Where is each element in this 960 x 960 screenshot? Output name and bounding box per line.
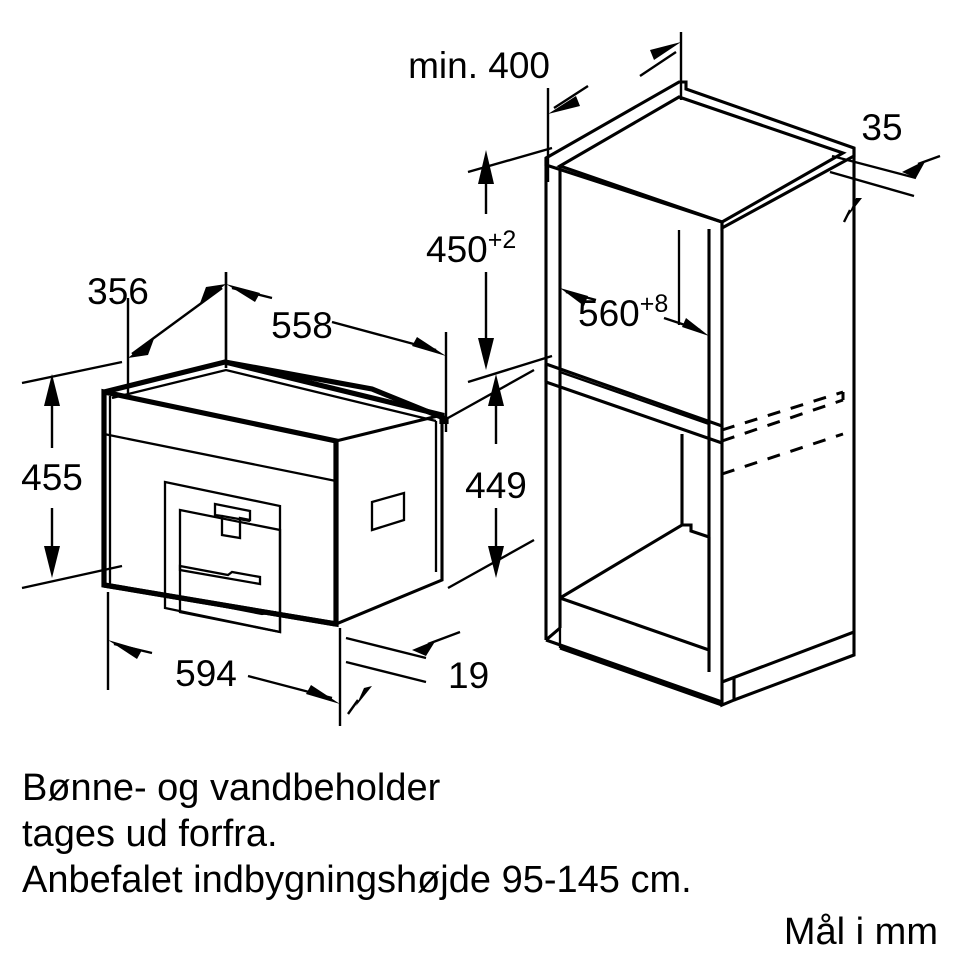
ext-line-455-top (21, 360, 123, 385)
dim-line-19-leader-upper (427, 630, 461, 646)
cabinet-right-side-bottom (721, 630, 855, 684)
dimension-449: 449 (447, 368, 535, 590)
coffee-spout-detail (221, 514, 251, 523)
appliance-front-trim-seam (103, 432, 337, 483)
arrowhead-594-right (306, 685, 340, 704)
cabinet-plinth-front (545, 638, 723, 704)
dimension-label-558: 558 (271, 305, 333, 346)
cabinet-lower-base-top (559, 523, 710, 600)
ext-line-450-top (467, 146, 553, 174)
dim-line-19-leader-lower (347, 699, 359, 715)
arrowhead-455-top (44, 374, 60, 406)
note-line-2: tages ud forfra. (22, 813, 278, 855)
dimension-label-356: 356 (87, 271, 149, 312)
cabinet-plinth-front-lower (559, 646, 723, 707)
dimension-label-449: 449 (465, 465, 527, 506)
arrowhead-35-lower (848, 198, 862, 216)
note-line-3: Anbefalet indbygningshøjde 95-145 cm. (22, 859, 692, 901)
dimension-label-min-400: min. 400 (408, 45, 550, 86)
cabinet-plinth-right-face (720, 677, 736, 708)
ext-line-449-bottom (447, 538, 535, 590)
dimension-label-455: 455 (21, 457, 83, 498)
dim-line-35-leader-low (842, 209, 852, 223)
niche-drip-tray (178, 564, 262, 586)
cabinet-hidden-shelf-diagonal (721, 398, 844, 443)
dimension-450: 450+2 (426, 146, 553, 384)
dimension-label-594: 594 (175, 653, 237, 694)
niche-back-wall (178, 508, 282, 634)
ext-line-19-a (345, 636, 427, 660)
ext-line-455-bottom (21, 564, 123, 590)
arrowhead-min400-right (650, 42, 681, 60)
arrowhead-455-bottom (44, 546, 60, 578)
cabinet-isometric (544, 80, 856, 708)
ext-line-35-a (831, 154, 917, 180)
arrowhead-356-left (128, 336, 155, 358)
dim-line-35-leader (917, 154, 941, 166)
dimension-label-19: 19 (448, 655, 489, 696)
cabinet-shelf-inner-line (559, 370, 710, 426)
arrowhead-594-left (108, 640, 142, 659)
appliance-right-side-face (334, 413, 444, 627)
dimension-label-35: 35 (861, 107, 902, 148)
dimension-tolerance-560: +8 (640, 290, 669, 318)
appliance-isometric (101, 359, 449, 634)
dimension-594: 594 (106, 592, 342, 726)
cabinet-shelf-front-thickness (545, 380, 723, 445)
arrowhead-449-bottom (488, 546, 504, 578)
dim-line-min400-a (553, 84, 589, 110)
arrowhead-450-top (478, 150, 494, 184)
appliance-top-outline (103, 359, 445, 424)
cabinet-shelf-front-edge (545, 362, 723, 428)
dimension-min-400: min. 400 (408, 32, 683, 182)
ext-line-35-b (829, 170, 915, 198)
appliance-bottom-front-edge (103, 582, 337, 627)
cabinet-hidden-shelf-rear (721, 390, 844, 432)
note-line-1: Bønne- og vandbeholder (22, 767, 441, 809)
arrowhead-560-left (560, 288, 588, 306)
appliance-handle-recess (370, 491, 406, 532)
ext-line-19-b (345, 660, 427, 684)
appliance-top-inner-edge (111, 368, 437, 423)
arrowhead-356-right (199, 284, 226, 306)
dim-line-min400-b (639, 51, 677, 77)
dimension-label-560: 560+8 (578, 290, 668, 334)
arrowhead-449-top (488, 374, 504, 406)
coffee-spout (213, 502, 252, 540)
cabinet-top-inner (556, 95, 847, 224)
dimension-tolerance-450: +2 (488, 226, 517, 254)
cabinet-plinth-top (544, 626, 562, 642)
arrowhead-min400-left (548, 96, 580, 114)
notes-block: Bønne- og vandbeholder tages ud forfra. … (22, 767, 938, 953)
dimension-35: 35 (829, 107, 941, 223)
arrowhead-560-right (682, 318, 709, 336)
arrowhead-19-lower (356, 686, 372, 706)
dimension-label-450: 450+2 (426, 226, 516, 270)
dimension-560: 560+8 (558, 166, 711, 376)
cabinet-lower-base-front (559, 596, 710, 652)
dimension-19: 19 (345, 630, 489, 715)
dimension-455: 455 (21, 360, 123, 590)
ext-line-450-bottom (467, 354, 553, 384)
cabinet-plinth-right-bottom (733, 632, 856, 702)
arrowhead-450-bottom (478, 338, 494, 370)
arrowhead-558-left (226, 284, 260, 302)
arrowhead-558-right (412, 337, 446, 356)
dimension-558: 558 (224, 272, 448, 432)
note-units: Mål i mm (784, 911, 938, 953)
cabinet-hidden-back-line (721, 432, 844, 476)
